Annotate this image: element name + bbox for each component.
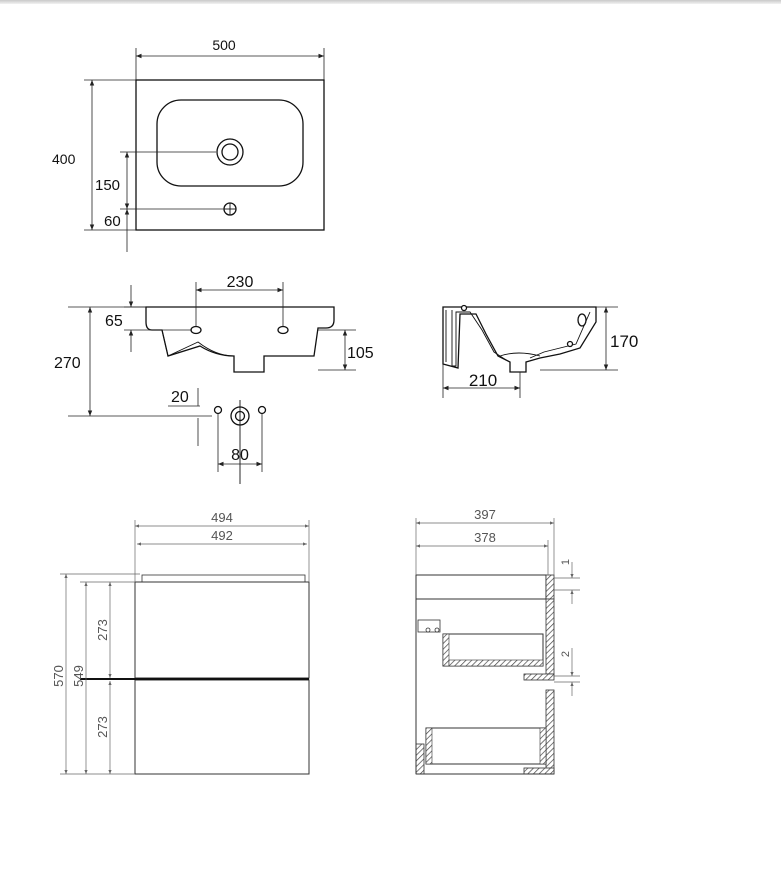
side-depth-label: 210	[469, 371, 497, 390]
basin-side-section: 170 210	[442, 304, 638, 398]
cabinet-front-view: 494 492 570 549 273 273	[51, 510, 310, 775]
mid-gap-label: 2	[560, 651, 572, 657]
inner-width-label: 492	[211, 528, 233, 543]
drain-inner	[221, 143, 239, 161]
drawer-top	[134, 581, 310, 679]
basin-front-view: 230 65 270 105 20 80	[54, 274, 374, 484]
tap-offset-label: 60	[104, 213, 121, 230]
body-height-label: 549	[71, 665, 86, 687]
drawer-bottom-height-label: 273	[95, 716, 110, 738]
drain-offset-label: 150	[95, 177, 120, 194]
width-label: 500	[212, 37, 236, 53]
basin-front-outline	[145, 306, 335, 373]
inner-depth-label: 378	[474, 530, 496, 545]
outer-width-label: 494	[211, 510, 233, 525]
basin-top-view: 500 400 150 60	[52, 37, 325, 252]
lower-drawer-box	[425, 727, 547, 765]
side-section-outline	[442, 306, 597, 373]
back-panel-bottom	[545, 689, 555, 775]
side-height-label: 170	[610, 332, 638, 351]
depth-label: 400	[52, 151, 76, 167]
total-height-label: 270	[54, 355, 81, 372]
top-gap-label: 1	[560, 559, 572, 565]
outer-depth-label: 397	[474, 507, 496, 522]
top-rule	[0, 0, 781, 4]
cabinet-side-section: 397 378 1 2	[415, 507, 580, 775]
drain-depth-label: 105	[347, 345, 374, 362]
holes-pitch-label: 80	[231, 447, 249, 464]
overflow-hole-right	[277, 325, 289, 335]
holes-height-label: 65	[105, 313, 123, 330]
fix-hole-left	[213, 405, 223, 415]
fix-hole-right	[257, 405, 267, 415]
cabinet-top-panel	[415, 574, 547, 600]
total-height-label-cab: 570	[51, 665, 66, 687]
hole-dia-label: 20	[171, 389, 189, 406]
holes-spacing-label: 230	[227, 274, 254, 291]
basin-edge	[141, 574, 306, 583]
drawer-top-height-label: 273	[95, 619, 110, 641]
shelf-divider	[523, 673, 555, 681]
overflow-hole-left	[190, 325, 202, 335]
drawer-bottom	[134, 679, 310, 775]
back-panel-top	[545, 598, 555, 675]
